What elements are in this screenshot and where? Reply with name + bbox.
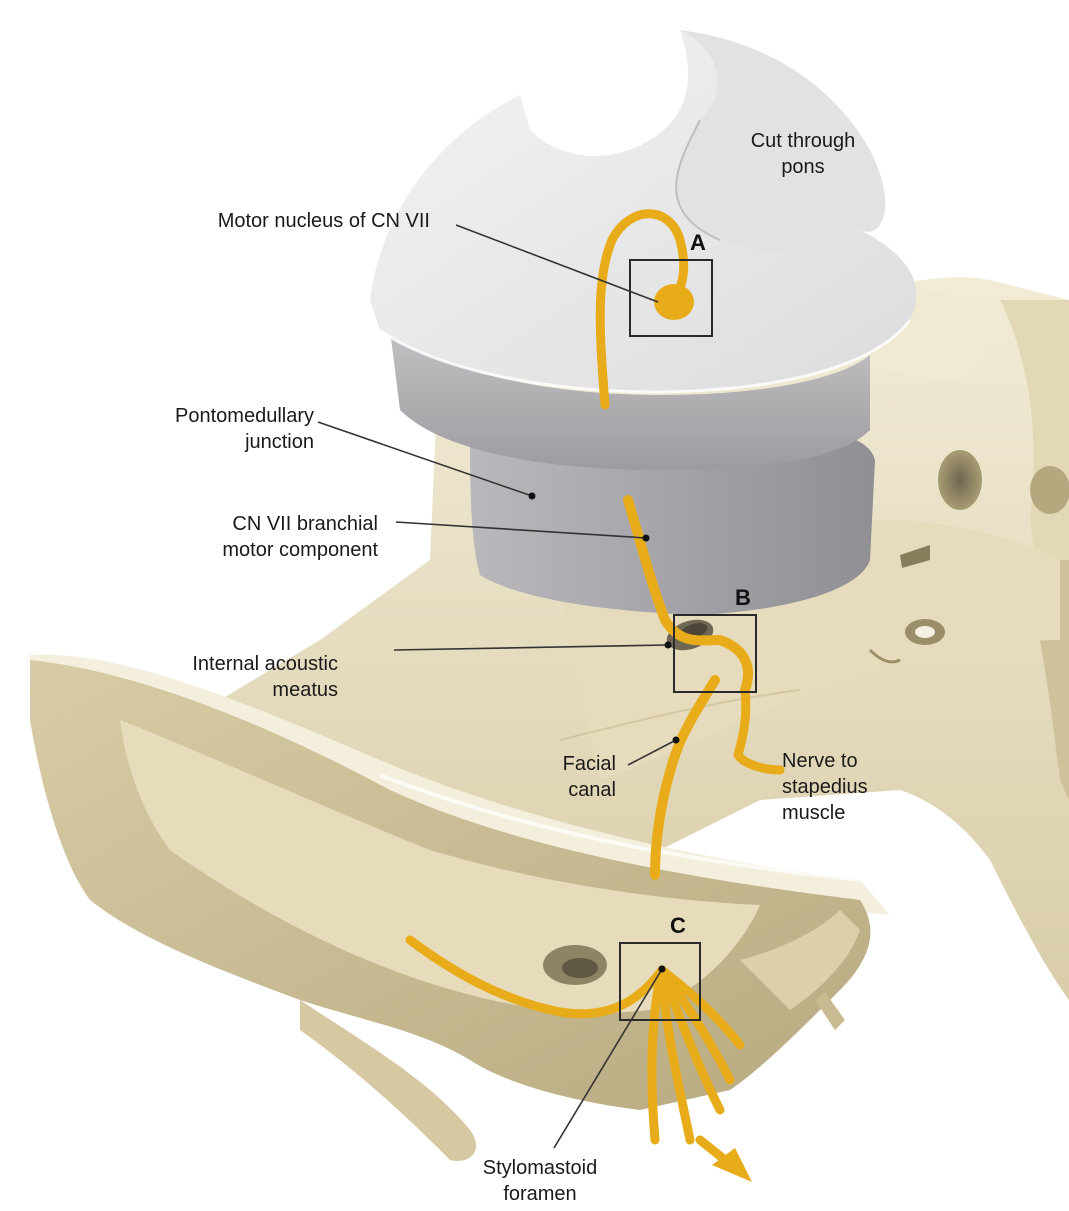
label-stylomastoid-foramen: Stylomastoid foramen xyxy=(440,1155,640,1207)
label-pontomedullary-junction: Pontomedullary junction xyxy=(110,403,314,455)
motor-nucleus-blob xyxy=(654,284,694,320)
label-facial-canal: Facial canal xyxy=(520,751,616,803)
nerve-branch-6 xyxy=(700,1140,725,1160)
label-nerve-to-stapedius: Nerve to stapedius muscle xyxy=(782,748,922,826)
label-internal-acoustic-meatus: Internal acoustic meatus xyxy=(120,651,338,703)
label-cut-through-pons: Cut through pons xyxy=(730,128,876,180)
marker-a: A xyxy=(690,230,706,256)
marker-c: C xyxy=(670,913,686,939)
label-branchial-motor: CN VII branchial motor component xyxy=(140,511,378,563)
marker-b: B xyxy=(735,585,751,611)
label-motor-nucleus: Motor nucleus of CN VII xyxy=(130,208,430,234)
